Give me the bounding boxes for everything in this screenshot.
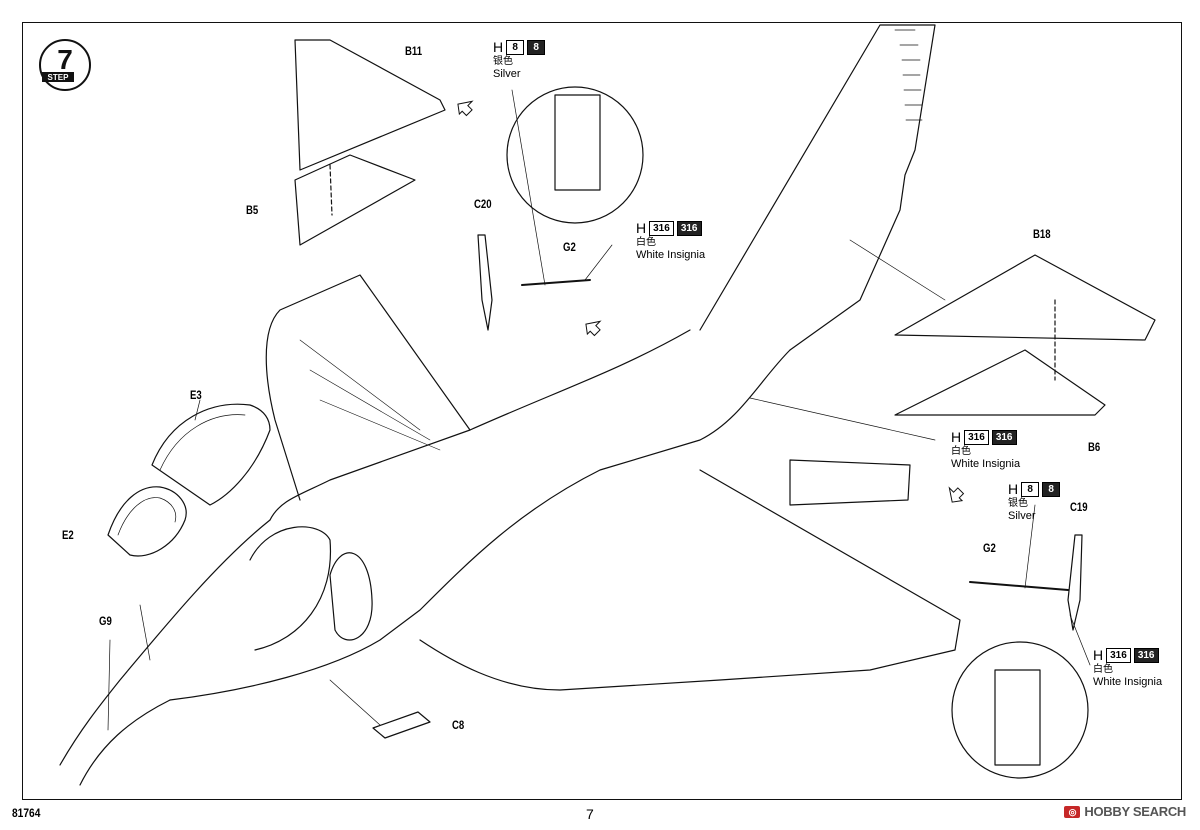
part-label-c20: C20: [474, 197, 492, 211]
part-label-c8: C8: [452, 718, 465, 732]
kit-code: 81764: [12, 806, 41, 820]
arrow-icon: [457, 100, 965, 503]
part-label-g2-top: G2: [563, 240, 576, 254]
page-number: 7: [586, 806, 594, 822]
instruction-sheet: [22, 22, 1182, 800]
part-label-b6: B6: [1088, 440, 1101, 454]
part-label-b5: B5: [246, 203, 259, 217]
part-label-g2-right: G2: [983, 541, 996, 555]
part-label-g9: G9: [99, 614, 112, 628]
part-label-c19: C19: [1070, 500, 1088, 514]
watermark-logo-icon: ◎: [1064, 805, 1081, 818]
part-label-b11: B11: [405, 44, 423, 58]
step-number: 7: [57, 44, 73, 75]
part-label-e2: E2: [62, 528, 74, 542]
watermark: ◎ HOBBY SEARCH: [1064, 804, 1186, 819]
step-label: STEP: [48, 73, 70, 82]
part-label-b18: B18: [1033, 227, 1051, 241]
part-label-e3: E3: [190, 388, 202, 402]
step-badge-icon: 7 STEP: [39, 39, 91, 91]
